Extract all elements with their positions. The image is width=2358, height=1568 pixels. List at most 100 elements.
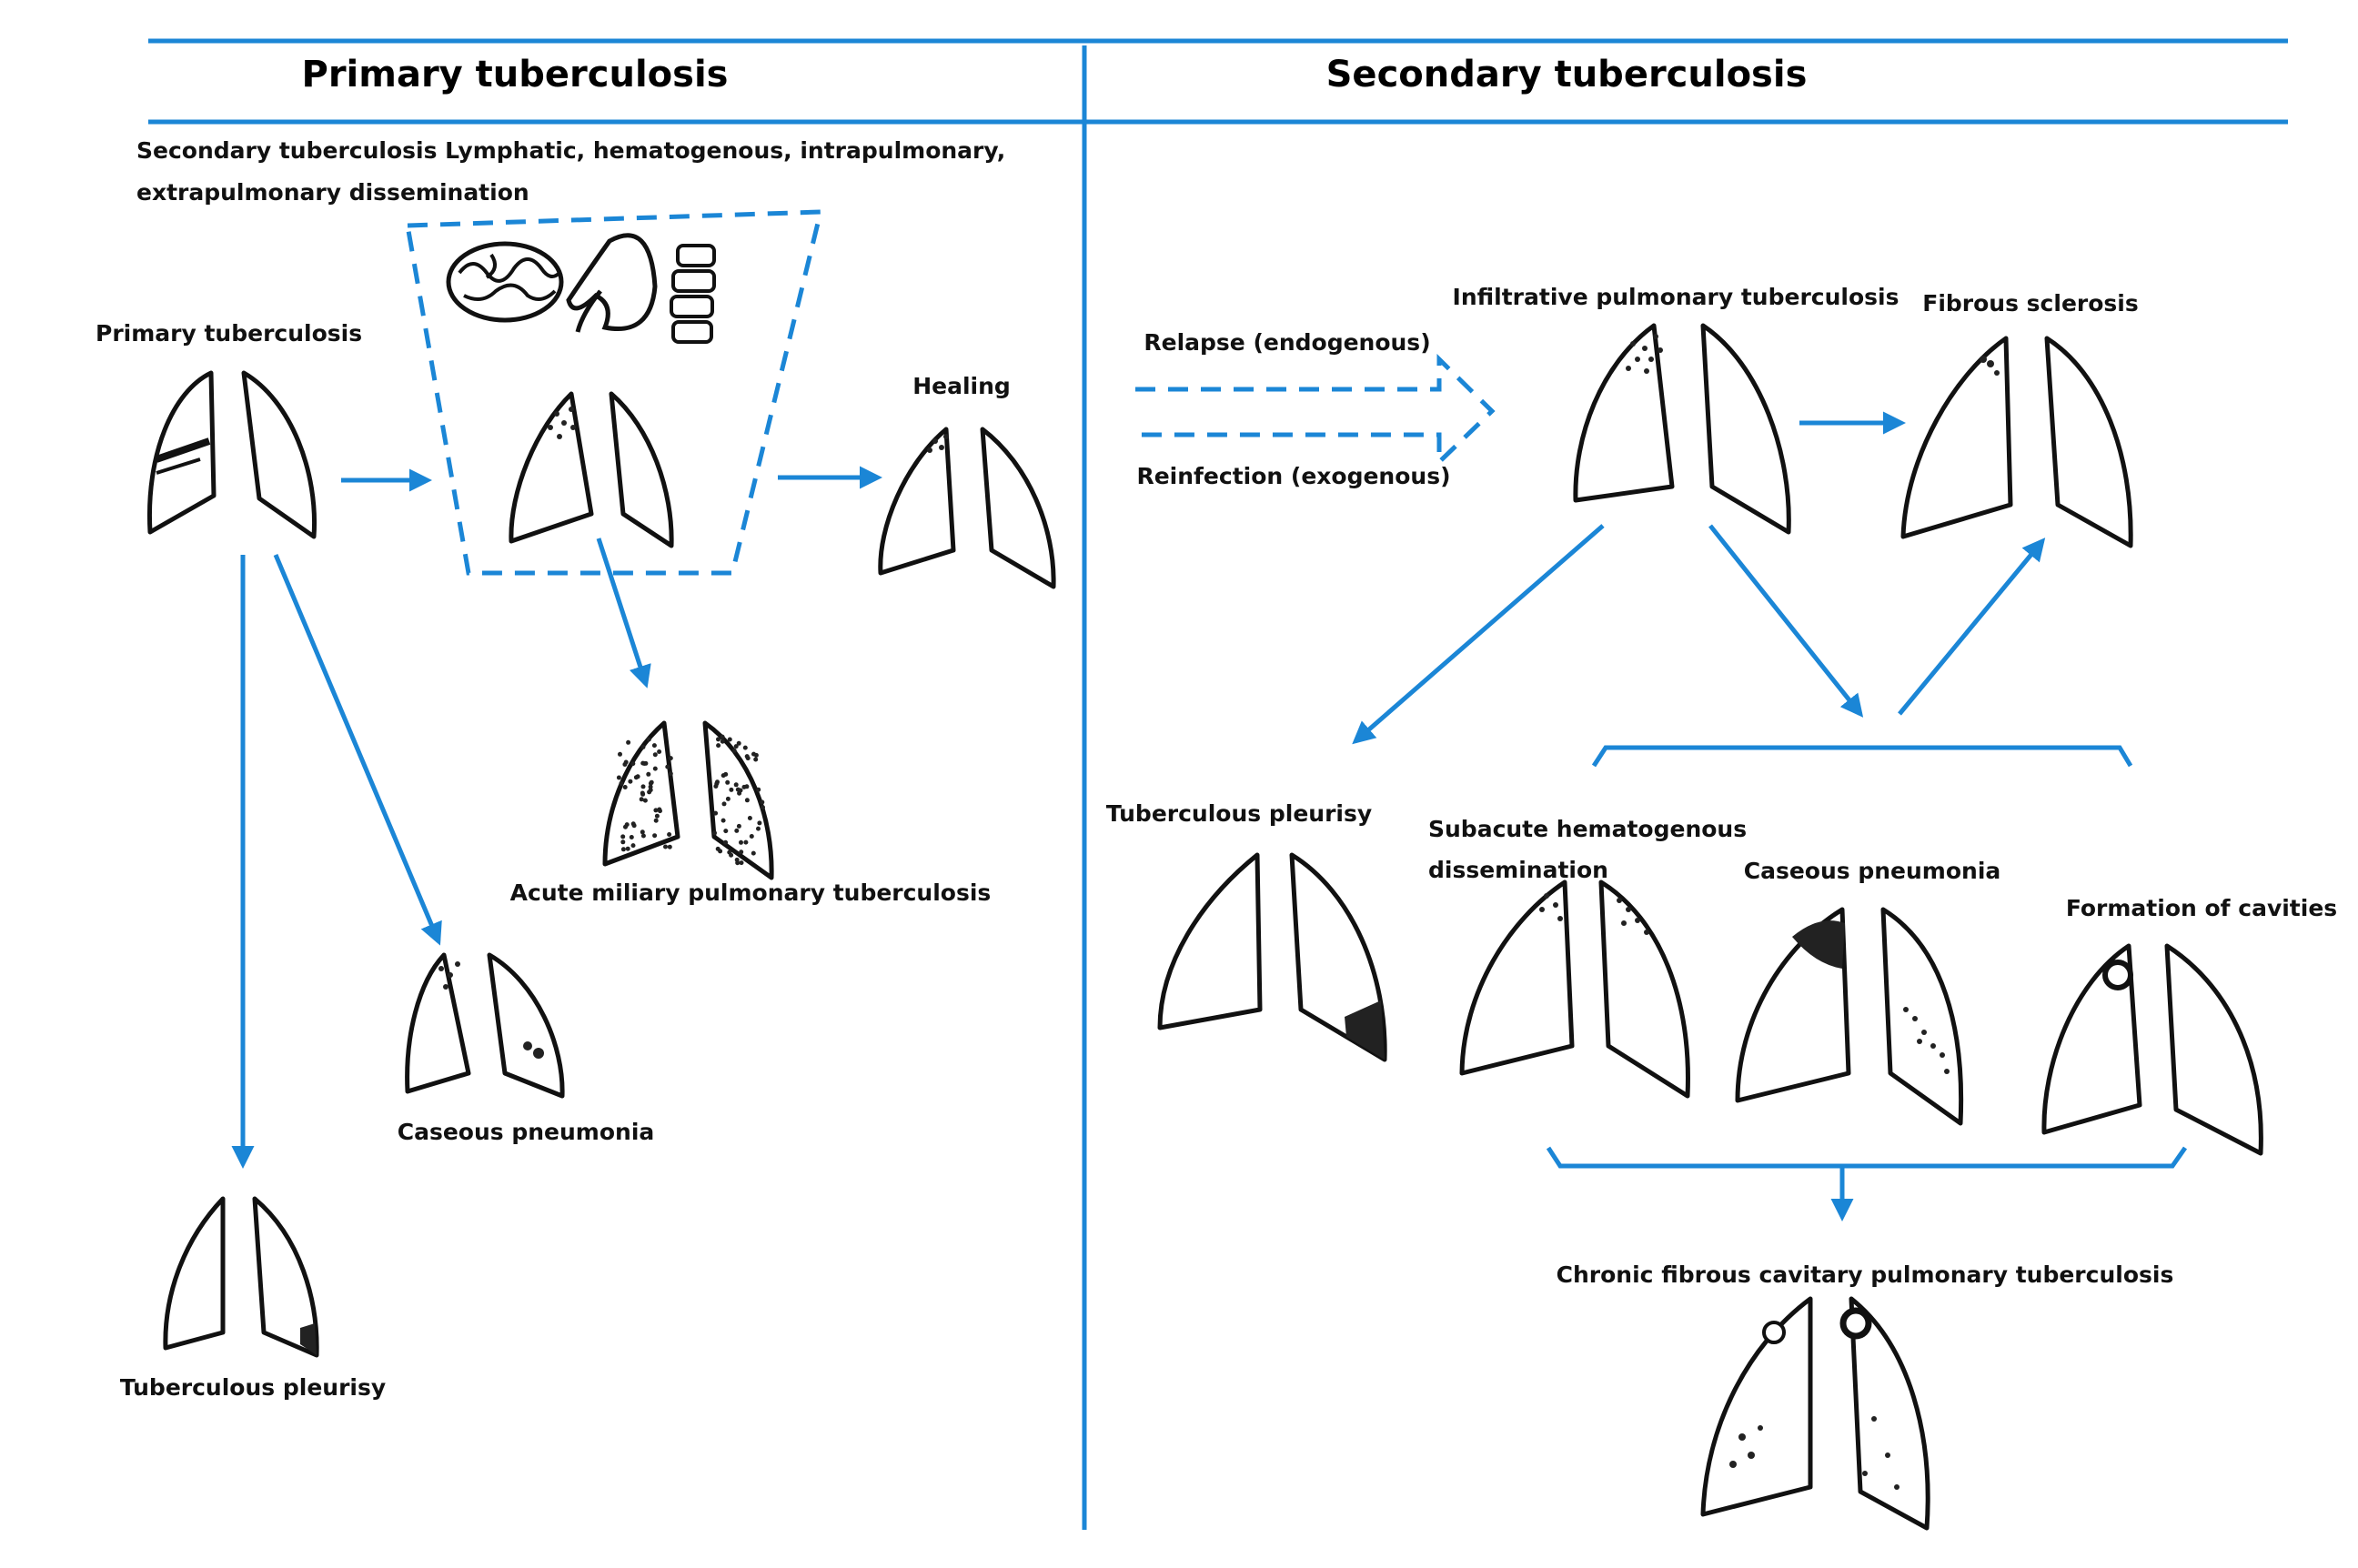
miliary-dot	[739, 860, 744, 866]
chronic-lungs	[1700, 1296, 1930, 1531]
miliary-dot	[665, 764, 670, 769]
miliary-dot	[657, 807, 662, 812]
brain-icon	[446, 241, 564, 323]
group-bracket-top	[1591, 745, 2133, 768]
miliary-dot	[620, 839, 626, 845]
miliary-dot	[668, 771, 673, 777]
miliary-dot	[727, 737, 732, 742]
secondary-caseous-lungs	[1735, 907, 1964, 1126]
secondary-pleurisy-label: Tuberculous pleurisy	[1106, 800, 1372, 827]
miliary-dot	[640, 744, 646, 749]
fibrous-lungs	[1900, 336, 2133, 548]
arrow-group-to-fibrous	[1898, 538, 2046, 716]
kidney-icon	[566, 233, 658, 333]
miliary-label: Acute miliary pulmonary tuberculosis	[510, 879, 992, 906]
miliary-dot	[630, 821, 636, 827]
miliary-dot	[642, 798, 648, 803]
spine-icon	[670, 244, 716, 344]
miliary-dot	[741, 784, 747, 789]
miliary-dot	[751, 850, 756, 856]
primary-caseous-lungs	[405, 952, 565, 1099]
infiltrative-label: Infiltrative pulmonary tuberculosis	[1453, 284, 1900, 310]
miliary-dot	[721, 801, 727, 807]
dissemination-note-line-2: extrapulmonary dissemination	[136, 179, 529, 206]
miliary-dot	[668, 756, 673, 761]
dissemination-lungs	[509, 391, 674, 548]
miliary-dot	[744, 798, 750, 803]
miliary-dot	[716, 743, 721, 749]
arrow-start-to-caseous	[273, 554, 442, 946]
miliary-dot	[628, 779, 633, 784]
infiltrative-lungs	[1573, 323, 1791, 535]
miliary-dot	[734, 828, 740, 833]
miliary-dot	[720, 773, 726, 779]
miliary-dot	[716, 737, 720, 742]
primary-caseous-label: Caseous pneumonia	[398, 1119, 655, 1145]
fibrous-label: Fibrous sclerosis	[1922, 290, 2139, 317]
chronic-label: Chronic fibrous cavitary pulmonary tuber…	[1557, 1261, 2174, 1288]
miliary-dot	[736, 823, 741, 829]
miliary-dot	[747, 816, 752, 820]
miliary-dot	[667, 844, 672, 849]
miliary-dot	[736, 740, 741, 746]
miliary-dot	[761, 805, 765, 810]
miliary-dot	[652, 752, 658, 758]
miliary-dot	[649, 779, 654, 785]
cavities-lungs	[2041, 943, 2263, 1156]
miliary-dot	[633, 775, 639, 780]
primary-start-label: Primary tuberculosis	[96, 320, 362, 347]
miliary-dot	[622, 785, 628, 789]
miliary-dot	[731, 748, 737, 753]
miliary-dot	[729, 787, 734, 792]
miliary-dot	[619, 781, 624, 786]
miliary-dot	[663, 844, 668, 849]
miliary-dot	[737, 790, 742, 796]
primary-pleurisy-lungs	[163, 1196, 319, 1358]
arrow-dissemination-to-miliary	[596, 538, 651, 689]
miliary-dot	[720, 734, 725, 739]
miliary-dot	[630, 843, 636, 849]
relapse-label: Relapse (endogenous)	[1144, 329, 1430, 356]
miliary-dot	[713, 810, 719, 816]
miliary-dot	[640, 833, 646, 839]
miliary-dot	[751, 751, 756, 757]
miliary-dot	[735, 860, 741, 866]
primary-start-lungs	[146, 370, 317, 539]
miliary-dot	[623, 824, 628, 829]
miliary-dot	[640, 784, 646, 789]
secondary-header: Secondary tuberculosis	[1326, 54, 1808, 95]
cavities-label: Formation of cavities	[2066, 895, 2337, 921]
miliary-dot	[725, 796, 731, 801]
miliary-dot	[725, 779, 731, 785]
miliary-dot	[723, 829, 729, 834]
miliary-dot	[720, 739, 725, 744]
group-bracket-bottom	[1546, 1146, 2188, 1169]
miliary-dot	[641, 761, 647, 766]
miliary-dot	[630, 761, 636, 767]
miliary-dot	[618, 751, 622, 757]
miliary-dot	[646, 771, 651, 777]
primary-header: Primary tuberculosis	[302, 54, 729, 95]
subacute-lungs	[1459, 879, 1690, 1099]
miliary-dot	[639, 797, 644, 802]
subacute-label-line-1: Subacute hematogenous	[1428, 816, 1747, 842]
miliary-dot	[616, 775, 621, 780]
miliary-dot	[756, 826, 761, 831]
reinfection-label: Reinfection (exogenous)	[1136, 463, 1450, 489]
dissemination-box	[405, 209, 824, 576]
healing-label: Healing	[912, 373, 1011, 399]
miliary-dot	[640, 829, 645, 835]
miliary-dot	[648, 784, 653, 789]
miliary-dot	[640, 790, 645, 796]
miliary-dot	[657, 749, 662, 754]
miliary-dot	[653, 808, 659, 813]
miliary-dot	[620, 847, 626, 852]
secondary-pleurisy-lungs	[1157, 852, 1387, 1062]
miliary-dot	[743, 839, 749, 845]
miliary-dot	[713, 784, 719, 789]
miliary-dot	[654, 813, 660, 819]
hollow-dashed-arrow	[1135, 354, 1496, 467]
arrow-infiltrative-to-group	[1708, 524, 1864, 718]
miliary-dot	[652, 833, 658, 839]
miliary-dot	[749, 834, 754, 839]
